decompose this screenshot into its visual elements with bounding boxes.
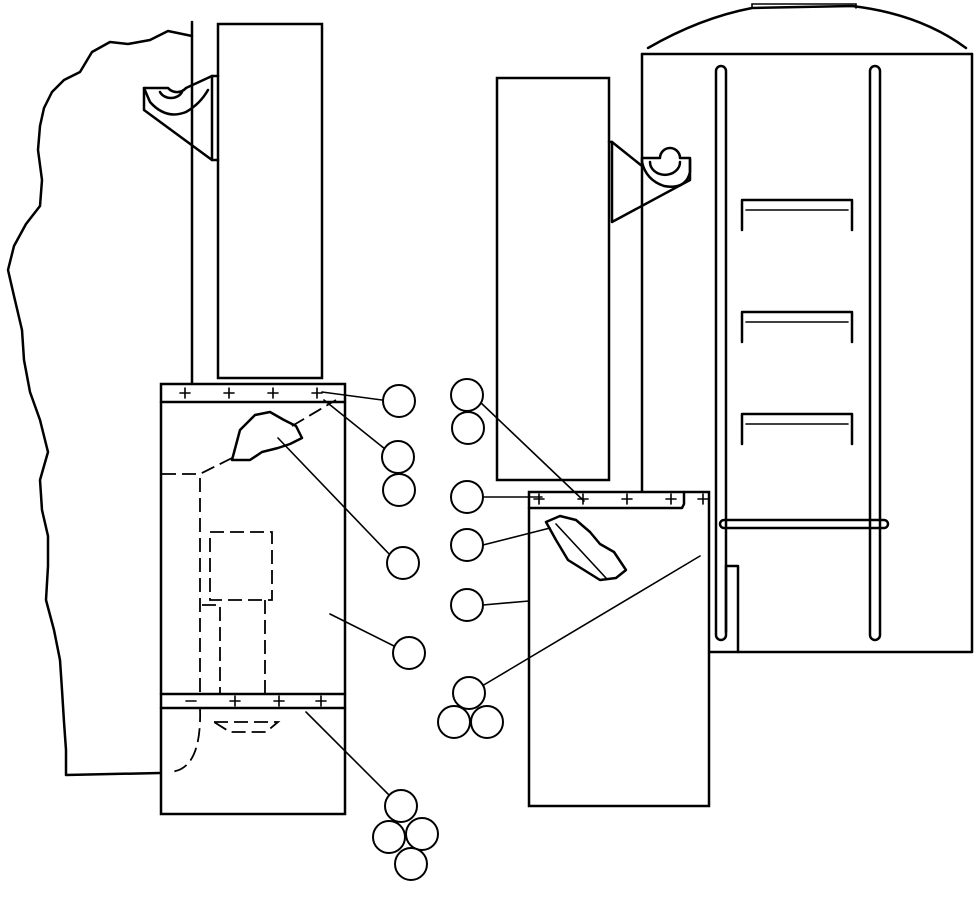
callout-circle bbox=[405, 817, 439, 851]
right-leader-lines bbox=[478, 400, 701, 687]
rock-wall-outline bbox=[6, 29, 194, 777]
callout-circle bbox=[470, 705, 504, 739]
right-pipe-clamp-bracket bbox=[607, 140, 692, 224]
callout-circle bbox=[450, 528, 484, 562]
callout-circle bbox=[372, 820, 406, 854]
tank-handrails bbox=[740, 198, 854, 446]
storage-tank bbox=[640, 3, 974, 654]
callout-circle bbox=[386, 546, 420, 580]
left-callout-circles bbox=[372, 384, 439, 881]
callout-circle bbox=[450, 588, 484, 622]
callout-circle bbox=[381, 440, 415, 474]
left-support-post bbox=[190, 20, 324, 386]
callout-circle bbox=[437, 705, 471, 739]
callout-circle bbox=[452, 676, 486, 710]
right-top-fasteners bbox=[533, 493, 709, 505]
left-bottom-fasteners bbox=[185, 695, 327, 707]
callout-circle bbox=[450, 378, 484, 412]
callout-circle bbox=[382, 384, 416, 418]
callout-circle bbox=[394, 847, 428, 881]
callout-circle bbox=[384, 789, 418, 823]
left-cutaway-detail bbox=[230, 410, 304, 462]
left-leader-lines bbox=[277, 391, 395, 797]
callout-circle bbox=[451, 411, 485, 445]
left-top-fasteners bbox=[179, 387, 323, 399]
callout-circle bbox=[450, 480, 484, 514]
right-callout-circles bbox=[437, 378, 504, 739]
right-support-post bbox=[495, 76, 611, 482]
left-cabinet bbox=[159, 382, 347, 816]
callout-circle bbox=[382, 473, 416, 507]
callout-circle bbox=[392, 636, 426, 670]
right-cutaway-detail bbox=[544, 514, 628, 582]
left-hidden-internals bbox=[162, 399, 337, 773]
tank-ladder bbox=[714, 64, 890, 654]
left-pipe-clamp-bracket bbox=[142, 74, 220, 162]
